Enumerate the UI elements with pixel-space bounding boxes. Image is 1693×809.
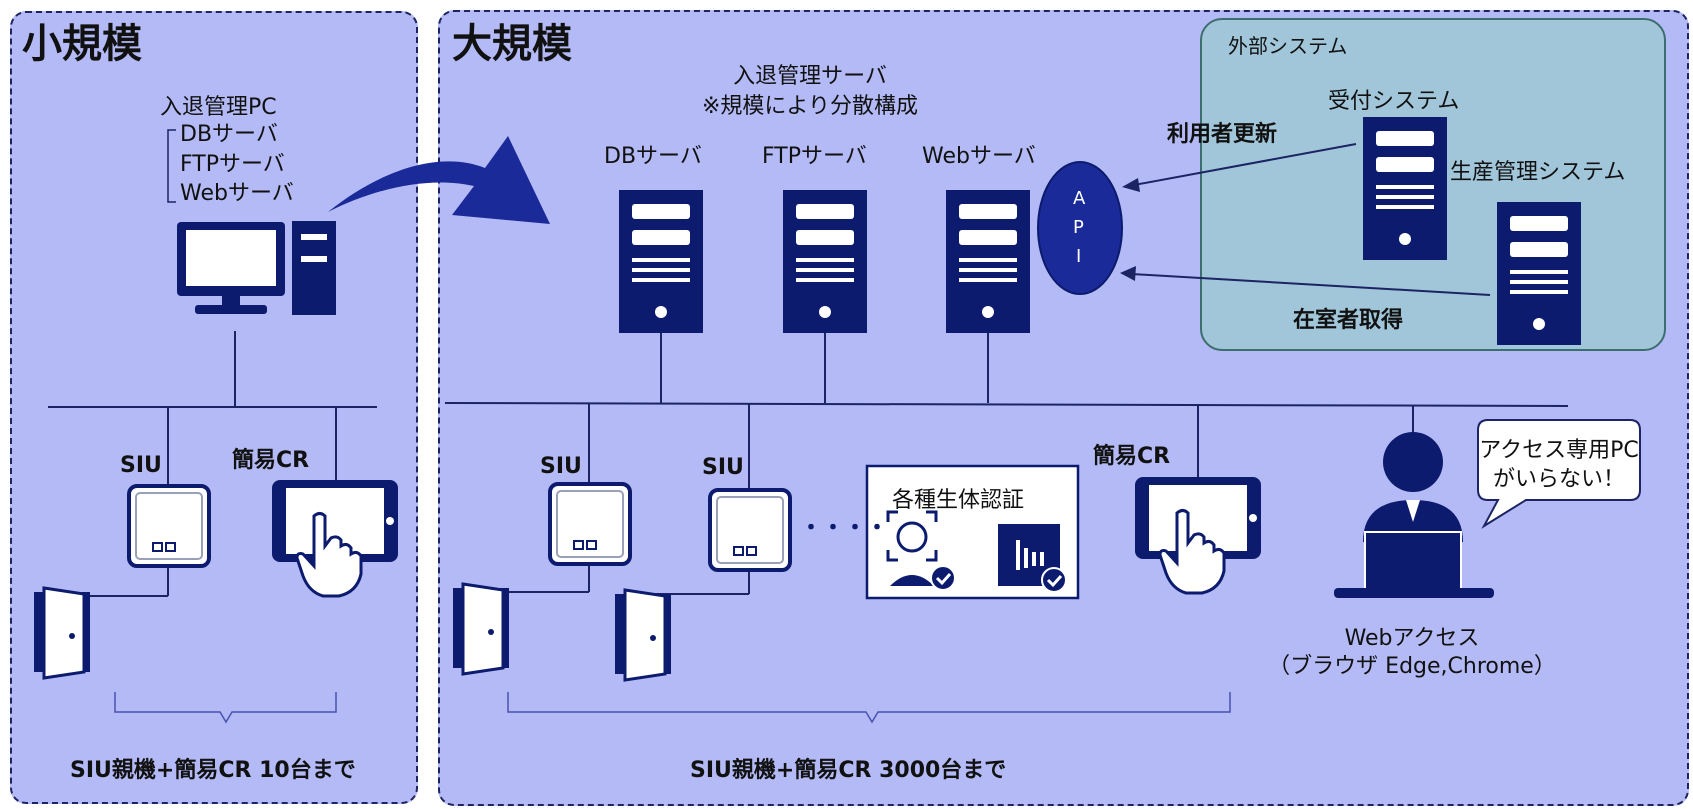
web-access-label: Webアクセス	[1344, 626, 1480, 651]
speech-line-2: がいらない！	[1492, 467, 1625, 492]
pc-sub-ftp: FTPサーバ	[180, 152, 285, 177]
biometric-title: 各種生体認証	[892, 488, 1025, 513]
small-siu-label: SIU	[120, 453, 162, 478]
pc-label: 入退管理PC	[160, 95, 277, 120]
face-auth-icon	[886, 510, 956, 591]
external-title: 外部システム	[1228, 34, 1348, 58]
large-footer: SIU親機+簡易CR 3000台まで	[690, 758, 1007, 783]
large-siu-label-1: SIU	[540, 454, 582, 479]
api-letter-a: A	[1073, 188, 1086, 209]
fingerprint-auth-icon	[998, 524, 1067, 593]
server-title-2: ※規模により分散構成	[702, 94, 918, 119]
ftp-server-label: FTPサーバ	[762, 144, 867, 169]
arrow-label-occupancy: 在室者取得	[1293, 308, 1404, 333]
reception-system-label: 受付システム	[1328, 89, 1460, 114]
large-siu-label-2: SIU	[702, 455, 744, 480]
small-cr-label: 簡易CR	[232, 448, 310, 473]
server-title-1: 入退管理サーバ	[733, 64, 887, 89]
api-letter-p: P	[1073, 217, 1084, 238]
pc-sub-web: Webサーバ	[180, 181, 294, 206]
production-system-label: 生産管理システム	[1450, 160, 1626, 185]
pc-icon	[177, 221, 336, 315]
web-access-browsers: （ブラウザ Edge,Chrome）	[1268, 654, 1556, 679]
small-scale-title: 小規模	[22, 21, 142, 67]
large-scale-title: 大規模	[452, 21, 572, 67]
large-cr-label: 簡易CR	[1093, 444, 1171, 469]
api-letter-i: I	[1076, 246, 1082, 267]
db-server-label: DBサーバ	[604, 144, 702, 169]
small-footer: SIU親機+簡易CR 10台まで	[70, 758, 356, 783]
speech-line-1: アクセス専用PC	[1479, 438, 1639, 463]
arrow-label-user-update: 利用者更新	[1167, 122, 1278, 147]
pc-sub-db: DBサーバ	[180, 122, 278, 147]
ellipsis: ・・・・	[800, 516, 889, 541]
web-server-label: Webサーバ	[922, 144, 1036, 169]
web-user-icon	[1334, 432, 1494, 598]
